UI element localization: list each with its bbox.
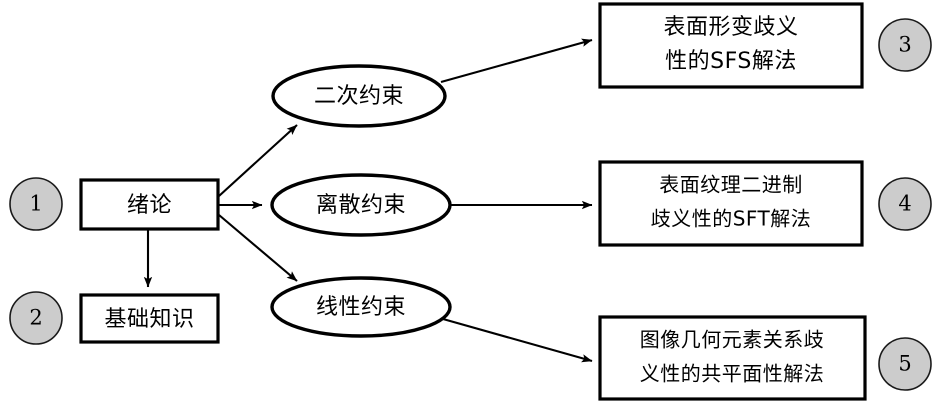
node-quadratic-shape [271, 64, 447, 128]
node-sfs-shape [598, 2, 864, 89]
marker-5-label: 5 [898, 352, 911, 376]
node-quadratic[interactable]: 二次约束 [271, 64, 447, 128]
marker-2-shape [9, 291, 63, 345]
node-coplanar-label-line2: 义性的共平面性解法 [640, 362, 825, 386]
node-coplanar-label-line1: 图像几何元素关系歧 [640, 328, 825, 352]
marker-1-shape [9, 177, 63, 231]
node-sft-label-line2: 歧义性的SFT解法 [651, 207, 812, 231]
node-discrete[interactable]: 离散约束 [270, 173, 452, 237]
node-intro-shape [79, 178, 220, 231]
marker-4: 4 [878, 177, 932, 231]
marker-2: 2 [9, 291, 63, 345]
node-basics-shape [79, 293, 220, 344]
node-basics[interactable]: 基础知识 [79, 293, 220, 344]
node-sft-label-line1: 表面纹理二进制 [659, 173, 803, 197]
node-linear[interactable]: 线性约束 [270, 276, 452, 338]
marker-3-shape [878, 18, 932, 72]
edge-intro-to-quadratic [218, 124, 298, 197]
marker-1: 1 [9, 177, 63, 231]
marker-5: 5 [878, 337, 932, 391]
marker-2-label: 2 [29, 306, 42, 330]
node-quadratic-label: 二次约束 [314, 84, 404, 109]
marker-4-shape [878, 177, 932, 231]
marker-4-label: 4 [898, 192, 911, 216]
node-intro-label: 绪论 [127, 193, 172, 218]
marker-3-label: 3 [898, 33, 911, 57]
marker-1-label: 1 [29, 192, 42, 216]
node-sfs-label-line1: 表面形变歧义 [663, 15, 798, 40]
marker-5-shape [878, 337, 932, 391]
node-intro[interactable]: 绪论 [79, 178, 220, 231]
node-discrete-label: 离散约束 [316, 193, 406, 218]
node-coplanar-shape [598, 315, 867, 401]
edge-intro-to-linear [218, 214, 298, 282]
edge-group [143, 38, 593, 363]
node-linear-label: 线性约束 [316, 295, 406, 320]
node-linear-shape [270, 276, 452, 338]
node-sft-shape [598, 160, 864, 247]
node-coplanar[interactable]: 图像几何元素关系歧 义性的共平面性解法 [598, 315, 867, 401]
edge-linear-to-coplanar [442, 317, 593, 363]
node-discrete-shape [270, 173, 452, 237]
node-sft[interactable]: 表面纹理二进制 歧义性的SFT解法 [598, 160, 864, 247]
edge-quadratic-to-sfs [440, 38, 593, 84]
node-sfs-label-line2: 性的SFS解法 [665, 49, 797, 74]
marker-3: 3 [878, 18, 932, 72]
node-basics-label: 基础知识 [104, 307, 194, 332]
node-sfs[interactable]: 表面形变歧义 性的SFS解法 [598, 2, 864, 89]
